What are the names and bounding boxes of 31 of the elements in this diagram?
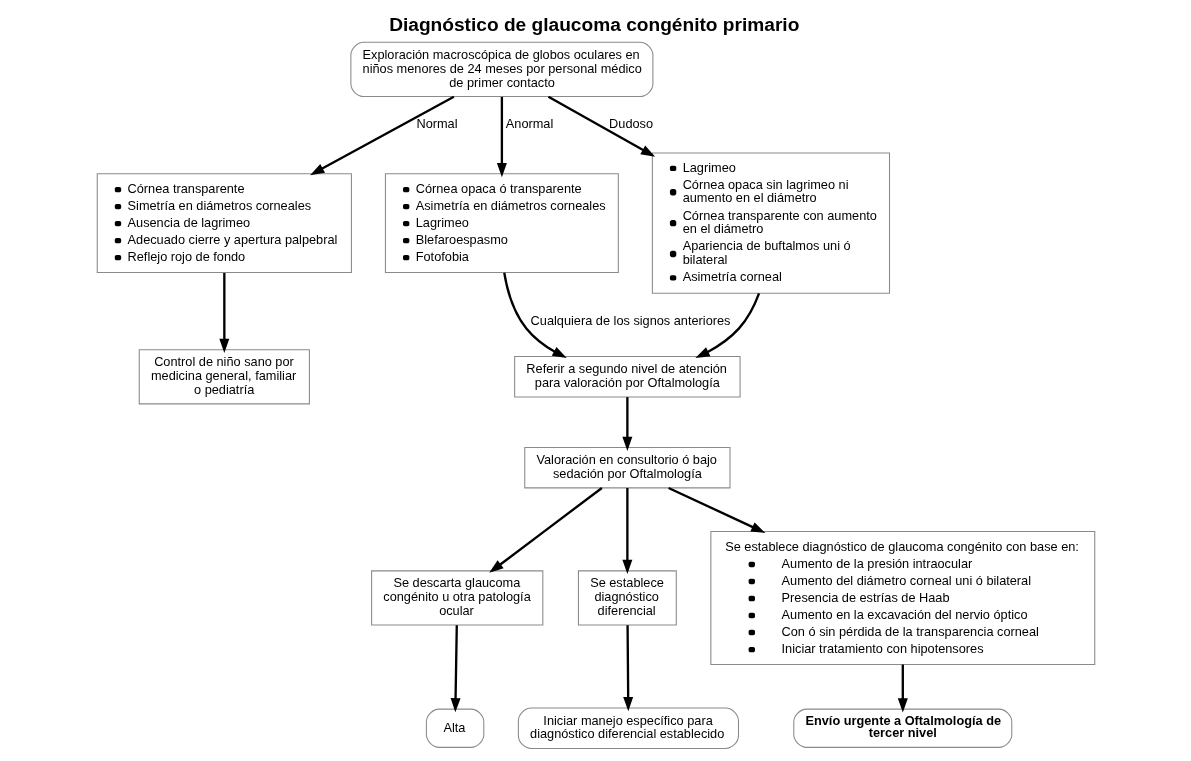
node-box: Referir a segundo nivel de atención para valoración por Oftalmología [513,356,741,398]
node-box: Córnea opaca ó transparente Asimetría en diámetros corneales Lagrimeo Blefaroespasmo Fotofobia [384,173,619,274]
arrow [309,95,454,176]
node-box: Córnea transparente Simetría en diámetros corneales Ausencia de lagrimeo Adecuado cierre y apertura palpebral Reflejo rojo de fondo [96,173,352,274]
edge-label: Dudoso [608,116,653,132]
arrow [218,272,229,354]
arrow [694,293,760,359]
arrow [502,272,567,359]
node-box: Valoración en consultorio ó bajo sedación por Oftalmología [523,446,730,489]
arrow [496,96,507,178]
arrow [622,625,633,712]
arrow [897,664,908,713]
arrow [621,487,632,574]
node-box: Se descarta glaucoma congénito u otra patología ocular [370,570,543,626]
arrow [667,486,765,533]
arrow [621,397,632,451]
diagram-title: Diagnóstico de glaucoma congénito primario [388,14,799,36]
arrow [488,487,603,573]
node-box: Se establece diagnóstico diferencial [577,570,677,626]
edge-label: Anormal [505,116,553,132]
edge-label: Normal [415,116,458,132]
node-box: Envío urgente a Oftalmología de tercer nivel [792,708,1012,748]
node-box: Lagrimeo Córnea opaca sin lagrimeo ni aumento en el diámetro Córnea transparente con aumento en el diámetro Apariencia de buftalmos uni ó bilateral Asimetría corneal [651,152,890,294]
node-box: Iniciar manejo específico para diagnóstico diferencial establecido [517,707,739,749]
node-box: Control de niño sano por medicina general, familiar o pediatría [138,349,310,405]
arrow [450,625,461,713]
node-box: Exploración macroscópica de globos oculares en niños menores de 24 meses por personal médico de primer contacto [349,41,653,98]
arrow [547,95,655,157]
node-box: Alta [425,708,484,748]
node-box: Se establece diagnóstico de glaucoma congénito con base en: Aumento de la presión intraocular Aumento del diámetro corneal uni ó bilateral Presencia de estrías de Haab Aumento en la excavación del nervio óptico Con ó sin pérdida de la transparencia corneal Iniciar tratamiento con hipotensores [709,531,1095,665]
edge-label: Cualquiera de los signos anteriores [530,312,730,328]
